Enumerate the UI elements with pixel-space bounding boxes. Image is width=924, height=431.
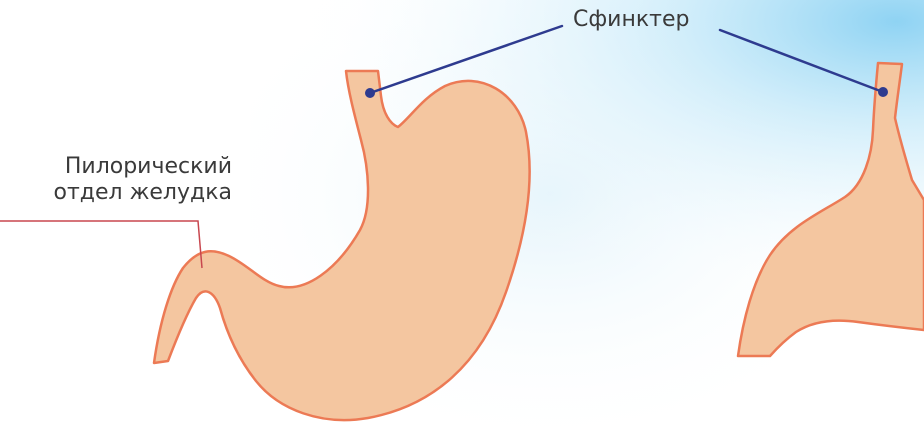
sphincter-label: Сфинктер [573, 7, 689, 33]
pyloric-label-line2: отдел желудка [8, 180, 232, 206]
sphincter-dot-left [365, 88, 375, 98]
pyloric-label-line1: Пилорический [8, 154, 232, 180]
pyloric-label: Пилорический отдел желудка [8, 154, 232, 206]
sphincter-dot-right [878, 87, 888, 97]
